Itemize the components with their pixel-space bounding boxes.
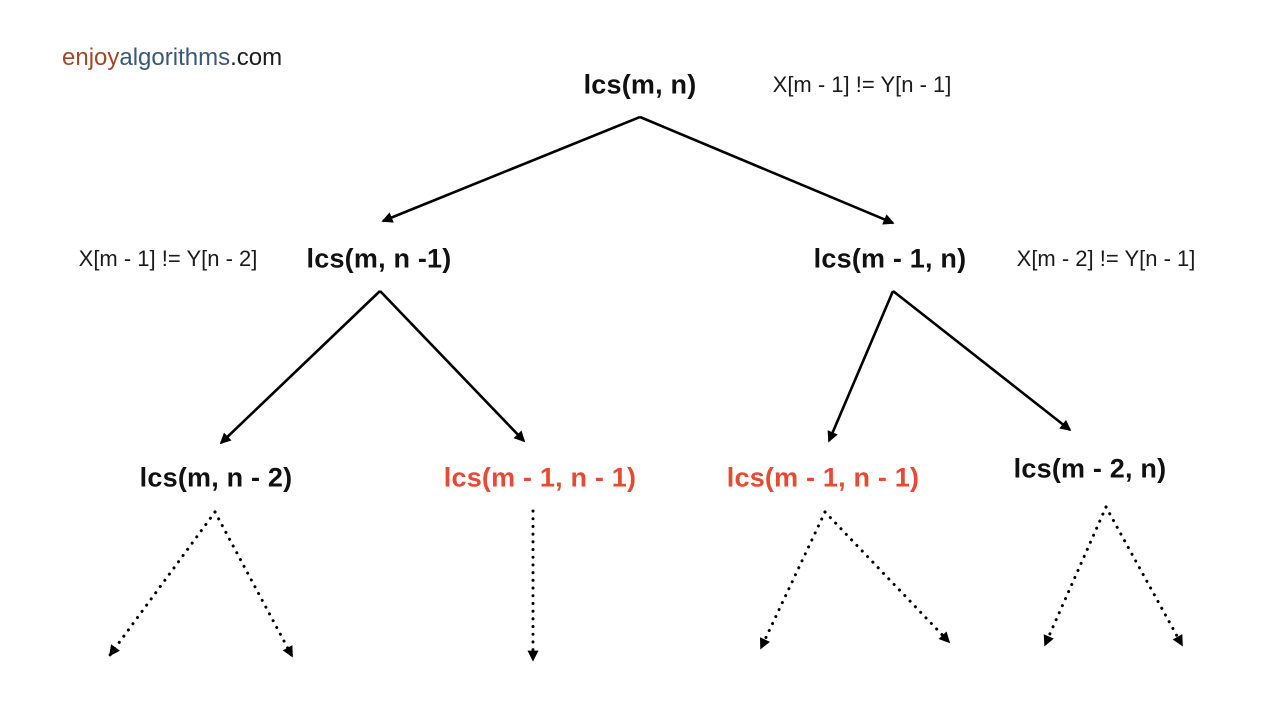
node-lcs-m-1-n-1-right: lcs(m - 1, n - 1) bbox=[726, 462, 920, 493]
logo-algorithms: algorithms bbox=[119, 44, 231, 71]
edge-right-to-child1 bbox=[827, 290, 895, 443]
edge-left-to-child1 bbox=[219, 290, 381, 445]
node-lcs-m-n-1: lcs(m, n -1) bbox=[306, 243, 452, 274]
edge-dotted-n1-right bbox=[213, 510, 294, 658]
edge-left-to-child2 bbox=[379, 290, 526, 443]
node-lcs-m-1-n: lcs(m - 1, n) bbox=[813, 243, 967, 274]
site-logo: enjoyalgorithms.com bbox=[62, 44, 282, 72]
edge-dotted-n1-left bbox=[108, 510, 217, 657]
logo-com: .com bbox=[230, 44, 283, 71]
node-lcs-m-1-n-1-left: lcs(m - 1, n - 1) bbox=[443, 462, 637, 493]
annotation-level2-right: X[m - 2] != Y[n - 1] bbox=[1016, 246, 1196, 271]
edge-dotted-n3-right bbox=[823, 510, 951, 644]
edge-dotted-n4-right bbox=[1104, 505, 1184, 647]
edge-right-to-child2 bbox=[892, 289, 1072, 432]
edge-root-to-right-child bbox=[639, 115, 895, 225]
node-root: lcs(m, n) bbox=[583, 69, 697, 100]
logo-enjoy: enjoy bbox=[62, 44, 120, 71]
node-lcs-m-2-n: lcs(m - 2, n) bbox=[1013, 453, 1167, 484]
edge-root-to-left-child bbox=[381, 115, 641, 223]
annotation-root: X[m - 1] != Y[n - 1] bbox=[772, 72, 952, 97]
edge-dotted-n3-left bbox=[759, 510, 827, 650]
annotation-level2-left: X[m - 1] != Y[n - 2] bbox=[78, 246, 258, 271]
edge-dotted-n4-left bbox=[1043, 505, 1108, 647]
node-lcs-m-n-2: lcs(m, n - 2) bbox=[139, 462, 293, 493]
